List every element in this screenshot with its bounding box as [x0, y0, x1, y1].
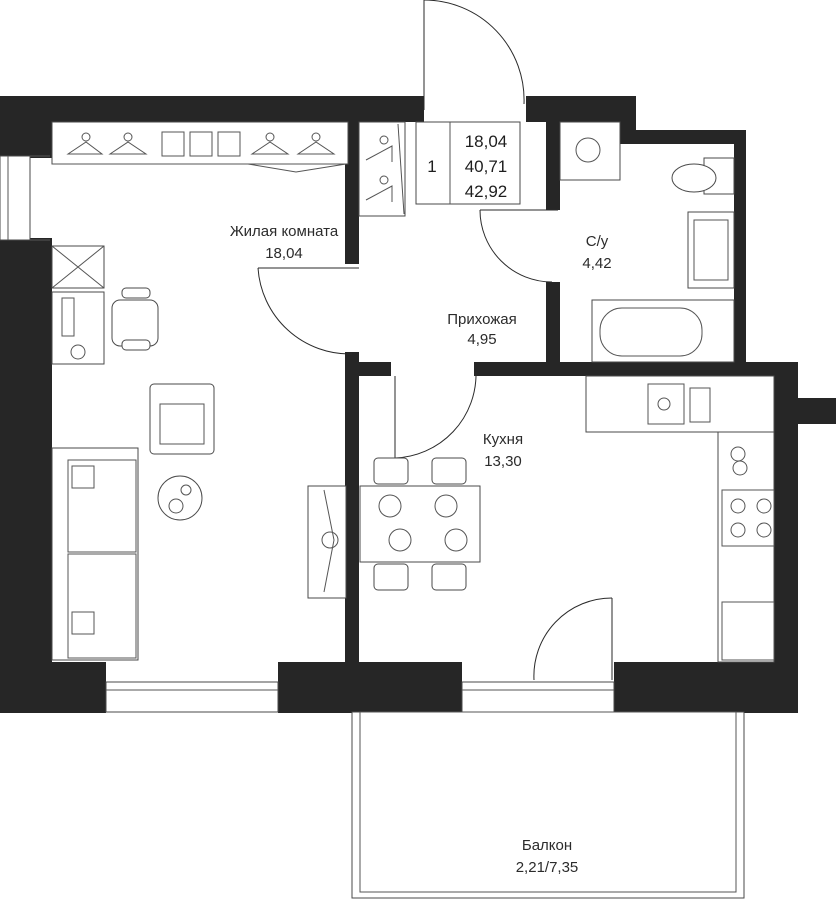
balcony-name: Балкон: [522, 837, 572, 854]
info-living-area: 18,04: [465, 132, 508, 151]
coffee-table: [157, 475, 203, 521]
bathroom-area: 4,42: [582, 255, 611, 272]
desk-area: [51, 245, 159, 365]
kitchen-counter: [585, 375, 775, 663]
doors: [257, 0, 613, 681]
living-room-name: Жилая комната: [230, 223, 339, 240]
kitchen-name: Кухня: [483, 431, 523, 448]
info-total-with-balcony: 42,92: [465, 182, 508, 201]
hallway-name: Прихожая: [447, 311, 517, 328]
wardrobe-living: [51, 121, 349, 173]
info-total-area: 40,71: [465, 157, 508, 176]
bathroom-fixtures: [559, 121, 735, 363]
balcony-area: 2,21/7,35: [516, 859, 579, 876]
tv-unit: [307, 485, 347, 599]
armchair: [149, 383, 215, 455]
info-box: [415, 121, 521, 205]
wardrobe-hall: [358, 121, 406, 217]
sofa: [51, 447, 139, 661]
bathroom-name: С/у: [586, 233, 609, 250]
info-room-count: 1: [427, 157, 436, 176]
dining-table: [359, 457, 481, 591]
living-room-area: 18,04: [265, 245, 303, 262]
walls: [0, 96, 836, 713]
hallway-area: 4,95: [467, 331, 496, 348]
kitchen-area: 13,30: [484, 453, 522, 470]
balcony-outline: [351, 711, 745, 899]
